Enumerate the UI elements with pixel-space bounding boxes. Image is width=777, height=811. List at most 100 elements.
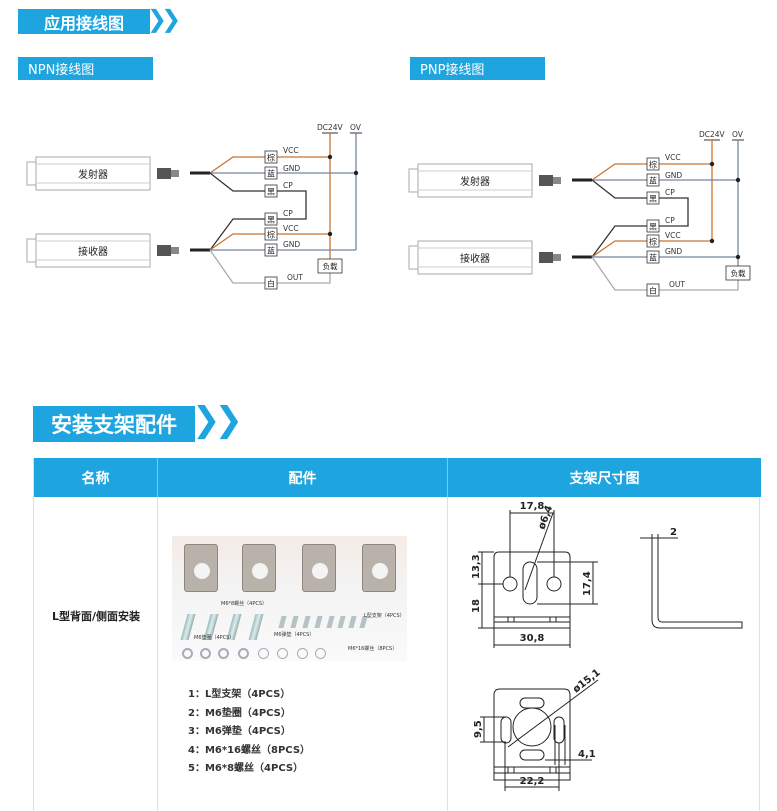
- parts-list-item: 3：M6弹垫（4PCS）: [188, 726, 291, 737]
- signal-label: VCC: [283, 146, 299, 155]
- ov-label: OV: [350, 123, 362, 132]
- signal-label: GND: [665, 171, 682, 180]
- wire-color-box: [646, 219, 660, 233]
- connector-icon: [157, 168, 171, 179]
- wire-color-box: [646, 234, 660, 248]
- connector-icon: [539, 175, 553, 186]
- header-parts: 配件: [158, 458, 448, 497]
- dim-label: 4,1: [578, 749, 596, 760]
- parts-list-item: 5：M6*8螺丝（4PCS）: [188, 763, 304, 774]
- load-label: 负载: [323, 261, 338, 271]
- dc24v-label: DC24V: [699, 130, 726, 139]
- photo-label: M6*8螺丝（4PCS）: [221, 601, 268, 607]
- sensor-body: [35, 233, 151, 268]
- signal-label: CP: [665, 188, 675, 197]
- wire-color-label: 蓝: [267, 169, 275, 179]
- photo-label: M6*16螺丝（8PCS）: [348, 646, 398, 652]
- wire-color-label: 黑: [649, 223, 657, 232]
- load-label: 负载: [731, 268, 746, 278]
- wire-cp: [659, 197, 689, 227]
- wire-color-label: 黑: [267, 216, 275, 225]
- sensor-body: [35, 156, 151, 191]
- header-name: 名称: [34, 458, 158, 497]
- wire-black: [209, 172, 265, 192]
- wire-color-label: 棕: [267, 230, 275, 240]
- ov-label: OV: [732, 130, 744, 139]
- parts-list-item: 1：L型支架（4PCS）: [188, 689, 291, 700]
- bracket-image: [302, 544, 336, 592]
- connector-icon: [157, 245, 171, 256]
- wire-out: [659, 280, 739, 291]
- connector-icon: [553, 177, 561, 184]
- wire-color-box: [646, 250, 660, 264]
- dim-label: 18: [471, 599, 482, 613]
- wire-color-box: [264, 184, 278, 198]
- sensor-label: 发射器: [460, 175, 490, 188]
- wire-brown: [591, 163, 647, 181]
- dim-label: ø15,1: [571, 667, 603, 695]
- bracket-image: [242, 544, 276, 592]
- dim-label: 2: [670, 527, 677, 538]
- signal-label: VCC: [665, 231, 681, 240]
- wire-black: [591, 225, 647, 258]
- connector-icon: [553, 254, 561, 261]
- wire-out: [277, 273, 331, 284]
- row-name: L型背面/侧面安装: [51, 610, 141, 623]
- dc24v-label: DC24V: [317, 123, 344, 132]
- dim-label: 30,8: [520, 633, 545, 644]
- wire-color-label: 白: [267, 279, 275, 289]
- bracket-dimension-drawing: 17,8 ø6,4 13,3 18 17,4 30,8 2 ø15,1 9,5 …: [471, 501, 743, 791]
- connector-icon: [171, 247, 179, 254]
- load-box: [317, 258, 343, 274]
- wire-color-label: 黑: [649, 195, 657, 204]
- bracket-back-outline: [493, 688, 571, 781]
- bracket-table: 名称 配件 支架尺寸图 L型背面/侧面安装: [33, 458, 761, 811]
- npn-title: NPN接线图: [18, 57, 153, 80]
- wire-color-label: 棕: [649, 160, 657, 170]
- wire-color-label: 黑: [267, 188, 275, 197]
- parts-list: 1：L型支架（4PCS） 2：M6垫圈（4PCS） 3：M6弹垫（4PCS） 4…: [188, 686, 310, 779]
- wire-color-box: [264, 150, 278, 164]
- parts-list-item: 4：M6*16螺丝（8PCS）: [188, 744, 311, 756]
- signal-label: OUT: [669, 280, 685, 289]
- wire-color-box: [264, 227, 278, 241]
- wire-color-label: 蓝: [267, 246, 275, 256]
- pnp-title: PNP接线图: [410, 57, 545, 80]
- dim-label: 22,2: [520, 776, 545, 787]
- signal-label: OUT: [287, 273, 303, 282]
- wire-white: [209, 249, 265, 284]
- junction-dot: [735, 177, 741, 183]
- junction-dot: [709, 161, 715, 167]
- wire-black: [591, 179, 647, 199]
- signal-label: VCC: [283, 224, 299, 233]
- sensor-label: 接收器: [460, 252, 490, 265]
- sensor-label: 接收器: [78, 245, 108, 258]
- section-banner-bracket: 安装支架配件: [33, 406, 195, 442]
- junction-dot: [353, 170, 359, 176]
- parts-list-item: 2：M6垫圈（4PCS）: [188, 707, 291, 719]
- sensor-body: [417, 163, 533, 198]
- wire-color-box: [646, 173, 660, 187]
- signal-label: GND: [283, 240, 300, 249]
- wire-black: [209, 218, 265, 251]
- bracket-image: [184, 544, 218, 592]
- photo-label: M6弹垫（4PCS）: [274, 632, 315, 638]
- wire-color-label: 蓝: [649, 176, 657, 186]
- sensor-body: [417, 240, 533, 275]
- junction-dot: [735, 254, 741, 260]
- sensor-label: 发射器: [78, 168, 108, 181]
- load-box: [725, 265, 751, 281]
- signal-label: GND: [665, 247, 682, 256]
- wire-color-label: 蓝: [649, 253, 657, 263]
- wire-brown: [209, 156, 265, 174]
- dim-label: 17,4: [582, 571, 593, 596]
- wire-color-box: [264, 166, 278, 180]
- bracket-side-outline: [651, 538, 743, 629]
- dim-label: 13,3: [471, 554, 482, 579]
- wire-color-label: 棕: [267, 153, 275, 163]
- wire-color-box: [264, 243, 278, 257]
- wire-color-box: [264, 276, 278, 290]
- header-dimensions: 支架尺寸图: [448, 458, 761, 497]
- accessories-photo: M6*8螺丝（4PCS） L型支架（4PCS） M6垫圈（4PCS） M6弹垫（…: [172, 536, 407, 661]
